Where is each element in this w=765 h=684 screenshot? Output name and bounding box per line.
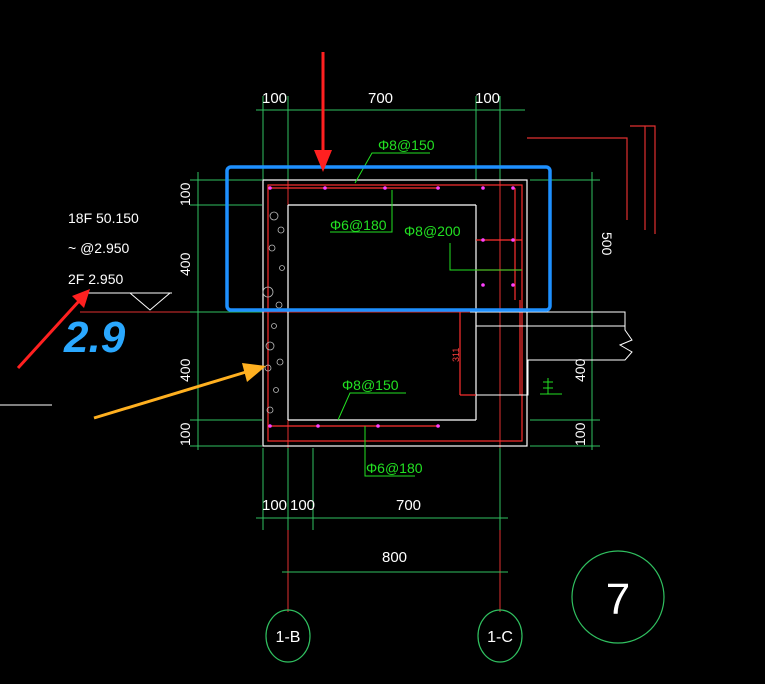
axis-bubble-right: 1-C [477, 609, 523, 663]
dim-left-1: 100 [177, 182, 193, 206]
dim-bottom-1: 100 [262, 497, 287, 514]
section-outline [262, 179, 528, 447]
wall-hatch [262, 211, 285, 414]
right-dimensions: 500 400 100 311 [451, 232, 615, 446]
top-dimensions: 100 700 100 [262, 90, 500, 107]
highlight-box [225, 165, 552, 312]
rebar-dots [268, 186, 515, 428]
rebar-top-dist: Φ6@180 [330, 217, 387, 233]
rebar-labels: Φ8@150 Φ6@180 Φ8@200 Φ8@150 Φ6@180 [330, 137, 461, 476]
level-line-2: ~ @2.950 [68, 240, 130, 256]
detail-number-bubble: 7 [571, 550, 665, 644]
dim-right-3: 100 [572, 422, 588, 446]
handwritten-annotation: 2.9 [63, 313, 126, 362]
red-arrow-top [314, 52, 332, 172]
rebar-bottom-main: Φ8@150 [342, 377, 399, 393]
bottom-dimensions: 100 100 700 800 [262, 497, 421, 566]
level-line-3: 2F 2.950 [68, 271, 123, 287]
axis-label-left: 1-B [276, 629, 301, 646]
dim-left-4: 100 [177, 422, 193, 446]
red-arrow-left [16, 289, 90, 370]
dim-right-2: 400 [572, 358, 588, 382]
dim-bottom-2: 100 [290, 497, 315, 514]
rebar-side: Φ8@200 [404, 223, 461, 239]
orange-arrow [93, 363, 266, 420]
dim-bottom-total: 800 [382, 549, 407, 566]
dim-top-2: 700 [368, 90, 393, 107]
dim-small-red: 311 [451, 348, 461, 362]
level-marker [0, 292, 172, 406]
left-dimensions: 100 400 400 100 [177, 182, 193, 446]
axis-label-right: 1-C [487, 629, 513, 646]
dim-left-2: 400 [177, 252, 193, 276]
rebar-bottom-dist: Φ6@180 [366, 460, 423, 476]
slab-step [470, 311, 633, 396]
level-line-1: 18F 50.150 [68, 210, 139, 226]
detail-number: 7 [606, 575, 630, 624]
right-detail [527, 125, 656, 234]
dim-right-1: 500 [599, 232, 615, 256]
rebar-leaders [330, 152, 522, 477]
dim-bottom-3: 700 [396, 497, 421, 514]
dim-top-1: 100 [262, 90, 287, 107]
drain-symbol [540, 378, 562, 395]
dim-left-3: 400 [177, 358, 193, 382]
dim-top-3: 100 [475, 90, 500, 107]
rebars [268, 187, 522, 427]
levels-text: 18F 50.150 ~ @2.950 2F 2.950 [68, 210, 139, 287]
rebar-top-main: Φ8@150 [378, 137, 435, 153]
dimension-lines [190, 96, 600, 573]
axis-bubble-left: 1-B [265, 609, 311, 663]
